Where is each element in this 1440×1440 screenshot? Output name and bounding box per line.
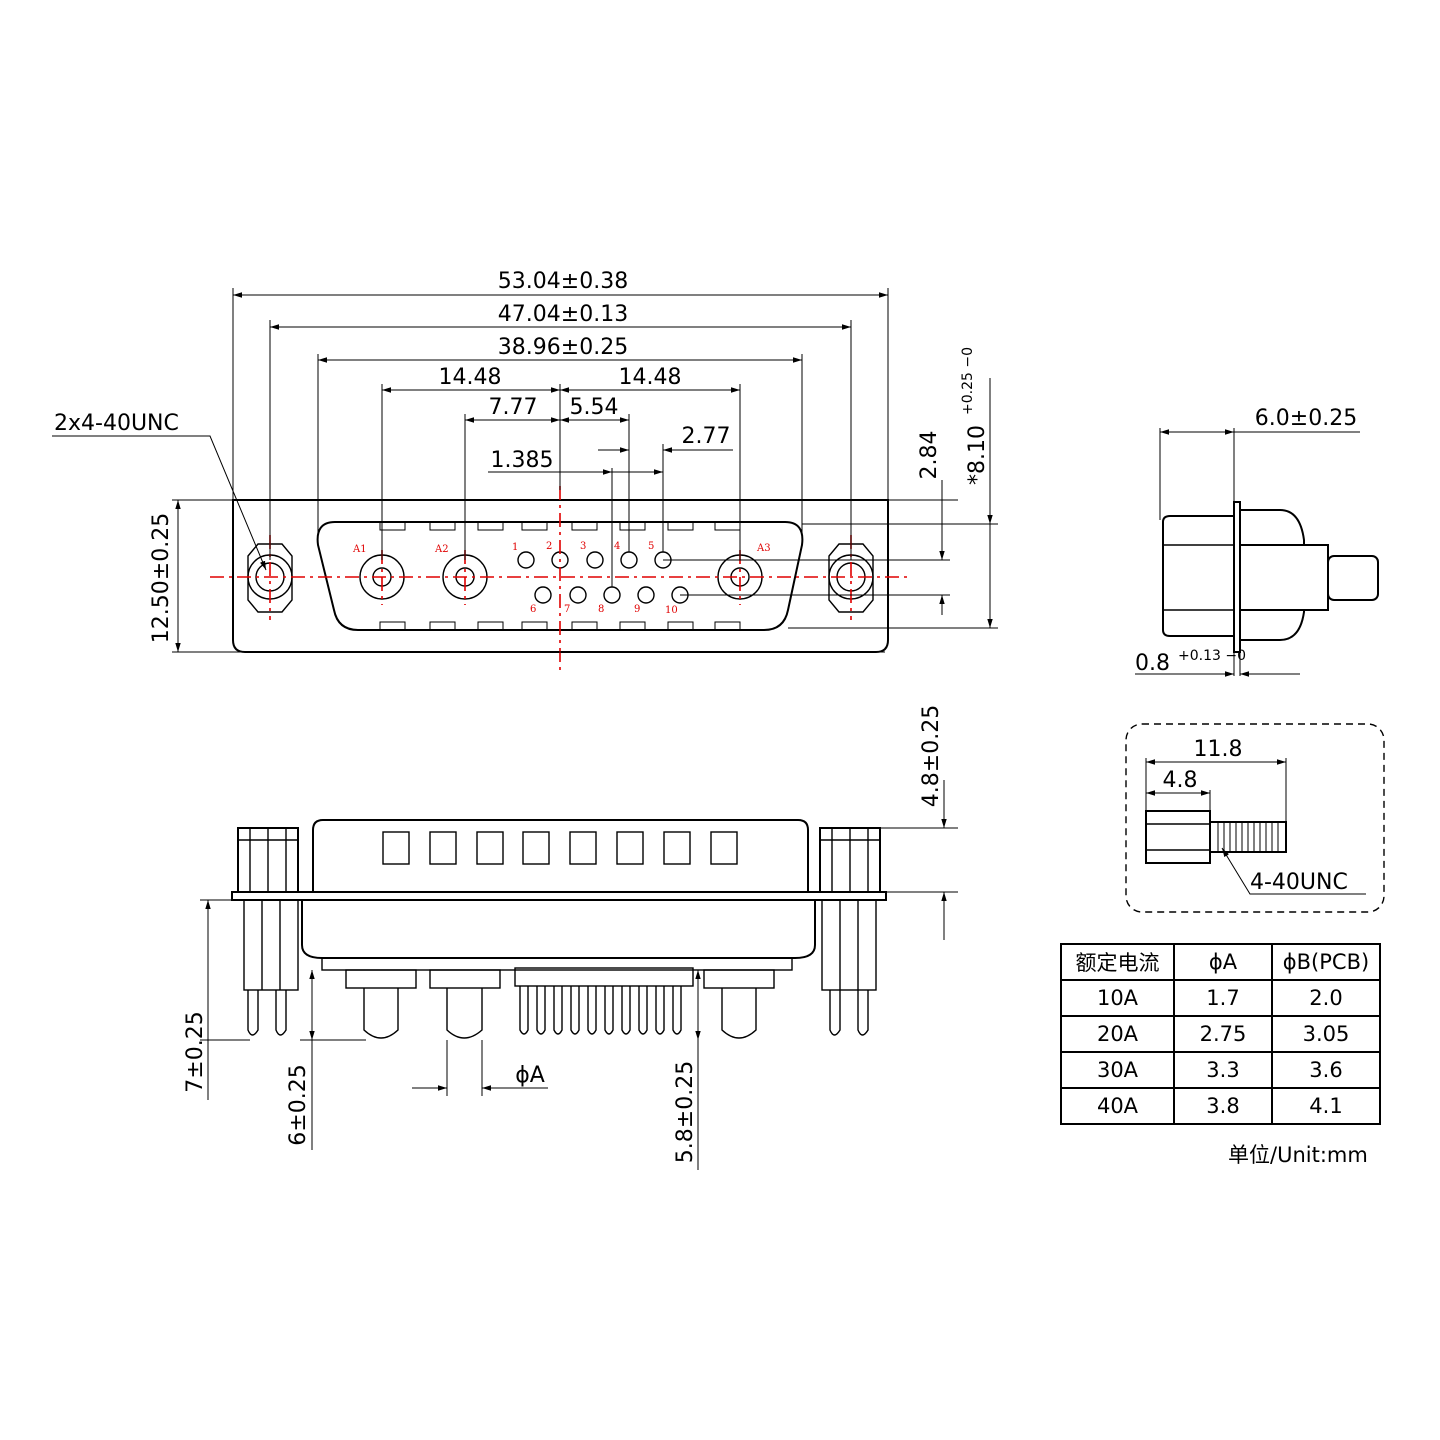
power-pins [345, 969, 775, 1039]
dim-shell-rise: 4.8±0.25 [919, 705, 944, 807]
hex-post-right [819, 827, 881, 893]
bottom-insulator [301, 899, 816, 959]
front-view: A1 A2 A3 1 2 3 4 5 6 7 8 9 10 [52, 269, 998, 670]
cell-current: 30A [1060, 1051, 1175, 1089]
extension-lines [172, 288, 998, 653]
side-nut [1162, 515, 1235, 637]
cell-current: 40A [1060, 1087, 1175, 1125]
signal-pins [514, 967, 694, 1035]
board-lock-left [243, 899, 299, 1036]
label-pin-9: 9 [634, 604, 640, 615]
dim-shell-height: *8.10 [965, 425, 990, 485]
side-insulator [1239, 544, 1329, 611]
shell-slots-top [379, 521, 741, 531]
table-header-row: 额定电流 ϕA ϕB(PCB) [1060, 943, 1381, 981]
cell-pin-dia: 3.8 [1173, 1087, 1273, 1125]
dim-height: 12.50±0.25 [149, 513, 174, 643]
side-contact-tail [1327, 555, 1379, 601]
dim-right-span: 14.48 [619, 365, 682, 390]
cell-pcb-hole: 3.05 [1271, 1015, 1381, 1053]
dim-left-span: 14.48 [439, 365, 502, 390]
cell-current: 10A [1060, 979, 1175, 1017]
cell-current: 20A [1060, 1015, 1175, 1053]
label-pin-10: 10 [665, 605, 678, 616]
dim-post-length: 7±0.25 [183, 1011, 208, 1092]
table-row: 20A 2.75 3.05 [1060, 1015, 1381, 1053]
dim-side-depth: 6.0±0.25 [1255, 406, 1357, 431]
table-row: 30A 3.3 3.6 [1060, 1051, 1381, 1089]
dim-flange-tol: +0.13 −0 [1178, 648, 1246, 664]
bottom-shell [312, 819, 809, 893]
unit-note: 单位/Unit:mm [1228, 1143, 1368, 1167]
screw-hex [1145, 810, 1211, 864]
dimension-lines [52, 292, 993, 652]
dim-shell-height-tol: +0.25 −0 [960, 347, 976, 415]
hex-post-left [237, 827, 299, 893]
label-pin-3: 3 [580, 541, 586, 552]
label-pin-6: 6 [530, 604, 536, 615]
label-pin-4: 4 [614, 541, 620, 552]
cell-pcb-hole: 4.1 [1271, 1087, 1381, 1125]
dim-screw-head: 4.8 [1163, 768, 1198, 793]
label-pin-2: 2 [546, 541, 552, 552]
cell-pcb-hole: 3.6 [1271, 1051, 1381, 1089]
dim-row-offset: 1.385 [491, 448, 554, 473]
label-a1: A1 [352, 544, 367, 555]
shell-slots-bottom [379, 621, 741, 631]
screw-thread-label: 4-40UNC [1250, 870, 1348, 895]
bottom-view: 4.8±0.25 7±0.25 6±0.25 5.8±0.25 ϕA [183, 705, 958, 1170]
dim-pin-diameter: ϕA [515, 1063, 545, 1088]
contact-labels: A1 A2 A3 1 2 3 4 5 6 7 8 9 10 [352, 541, 771, 616]
header-rated-current: 额定电流 [1060, 943, 1175, 981]
label-pin-1: 1 [512, 542, 518, 553]
dim-pin-half: 5.54 [570, 395, 619, 420]
header-pin-dia: ϕA [1173, 943, 1273, 981]
dim-power-pin-length: 6±0.25 [286, 1064, 311, 1145]
dim-flange: 0.8 [1135, 651, 1170, 676]
dim-row-gap: 2.84 [917, 431, 942, 480]
dim-signal-pin-length: 5.8±0.25 [673, 1061, 698, 1163]
cell-pin-dia: 2.75 [1173, 1015, 1273, 1053]
label-pin-7: 7 [564, 604, 570, 615]
label-a2: A2 [434, 544, 449, 555]
label-a3: A3 [756, 543, 771, 554]
dim-mount-spacing: 47.04±0.13 [498, 302, 628, 327]
screw-detail: 11.8 4.8 4-40UNC [1125, 723, 1385, 913]
table-row: 10A 1.7 2.0 [1060, 979, 1381, 1017]
dim-a2-offset: 7.77 [489, 395, 538, 420]
header-pcb-hole: ϕB(PCB) [1271, 943, 1381, 981]
board-lock-right [821, 899, 877, 1036]
label-pin-5: 5 [648, 541, 654, 552]
dim-screw-length: 11.8 [1194, 737, 1243, 762]
cell-pcb-hole: 2.0 [1271, 979, 1381, 1017]
thread-note: 2x4-40UNC [54, 411, 179, 436]
bottom-flange [231, 891, 887, 901]
current-rating-table: 额定电流 ϕA ϕB(PCB) 10A 1.7 2.0 20A 2.75 3.0… [1060, 943, 1381, 1125]
table-row: 40A 3.8 4.1 [1060, 1087, 1381, 1125]
dim-shell-width: 38.96±0.25 [498, 335, 628, 360]
label-pin-8: 8 [598, 604, 604, 615]
dim-overall-width: 53.04±0.38 [498, 269, 628, 294]
cell-pin-dia: 3.3 [1173, 1051, 1273, 1089]
side-view: 6.0±0.25 0.8 +0.13 −0 [1135, 406, 1379, 677]
dim-pitch: 2.77 [682, 424, 731, 449]
cell-pin-dia: 1.7 [1173, 979, 1273, 1017]
